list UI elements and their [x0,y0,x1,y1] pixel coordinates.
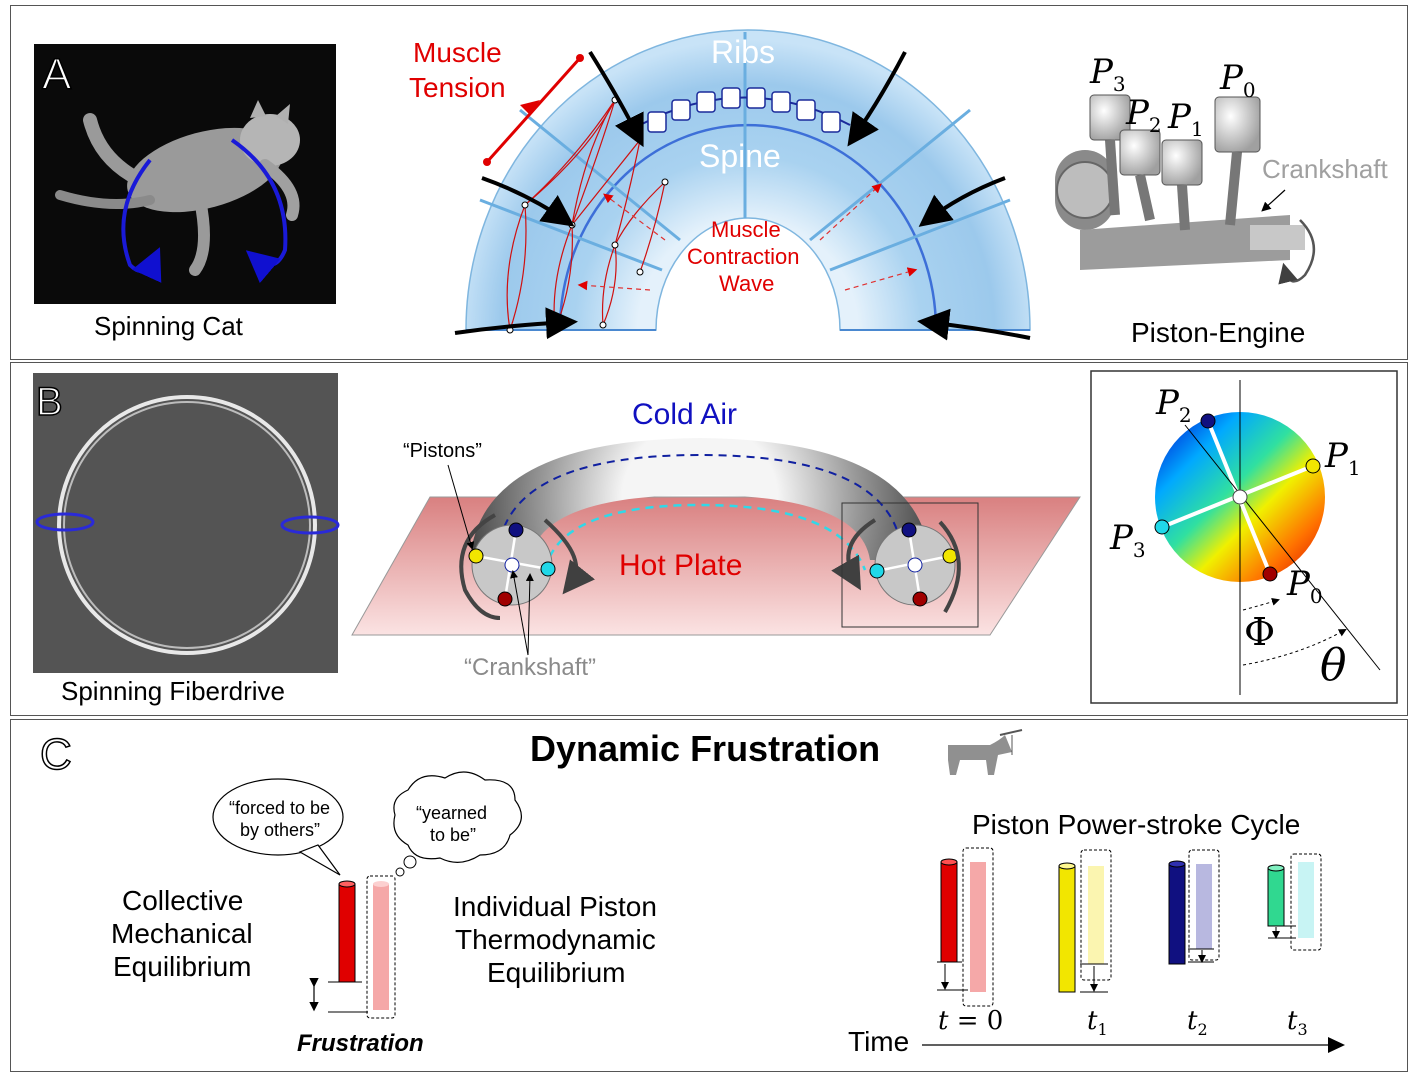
panel-letter-c: C [39,729,72,780]
phase-wheel-diagram [1090,370,1398,704]
wheel-label-p2: P2 [1156,383,1192,427]
time-label-t0: t = 0 [938,1006,1004,1036]
phi-label: Φ [1244,610,1276,654]
wheel-label-p0: P0 [1287,564,1323,608]
panel-letter-a: A [41,49,72,100]
panel-c-title: Dynamic Frustration [530,728,881,769]
frustration-pistons [309,875,396,1019]
engine-piston-p0: P0 [1220,58,1256,102]
collective-line2: Mechanical [111,918,253,949]
torus-hot-plate-diagram [351,438,1081,656]
bubble-yearned-line2: to be” [430,825,477,845]
pistons-label: “Pistons” [403,440,482,462]
time-axis-label: Time [848,1026,910,1057]
cycle-title: Piston Power-stroke Cycle [972,809,1301,840]
fiber-caption: Spinning Fiberdrive [61,676,286,706]
crankshaft-quote-label: “Crankshaft” [464,654,597,681]
frustration-label: Frustration [297,1030,424,1057]
spine-label: Spine [699,138,781,174]
muscle-wave-line1: Muscle [711,217,781,242]
bubble-forced-line1: “forced to be [229,798,331,818]
muscle-tension-line2: Tension [409,72,506,103]
muscle-wave-line2: Contraction [687,244,800,269]
engine-piston-p3: P3 [1090,52,1126,96]
speech-bubbles [212,771,522,877]
time-label-t2: t2 [1187,1006,1208,1040]
individual-line1: Individual Piston [453,891,657,922]
power-stroke-cycle-pistons [922,847,1345,1053]
ribs-label: Ribs [711,34,776,70]
muscle-wave-line3: Wave [719,271,775,296]
collective-line1: Collective [122,885,244,916]
time-label-t3: t3 [1287,1006,1308,1040]
individual-line3: Equilibrium [487,957,626,988]
cold-air-label: Cold Air [632,398,738,431]
panel-letter-b: B [35,379,63,425]
panel-c [10,719,1408,1072]
engine-piston-p2: P2 [1126,93,1162,137]
muscle-tension-line1: Muscle [413,37,502,68]
collective-line3: Equilibrium [113,951,252,982]
donkey-icon [948,729,1023,775]
fiberdrive-photo [33,373,340,673]
individual-line2: Thermodynamic [455,924,656,955]
panel-b [10,362,1408,716]
cat-photo [34,44,336,304]
wheel-label-p3: P3 [1110,518,1146,562]
spine-arch-diagram [454,29,1031,341]
time-label-t1: t1 [1087,1006,1108,1040]
engine-caption: Piston-Engine [1131,317,1306,348]
engine-piston-p1: P1 [1168,97,1204,141]
theta-label: θ [1320,640,1347,691]
bubble-yearned-line1: “yearned [416,803,488,823]
hot-plate-label: Hot Plate [619,549,743,582]
piston-engine-illustration [1055,94,1316,285]
cat-caption: Spinning Cat [94,311,243,341]
crankshaft-label: Crankshaft [1262,154,1388,184]
bubble-forced-line2: by others” [240,820,321,840]
wheel-label-p1: P1 [1325,436,1361,480]
